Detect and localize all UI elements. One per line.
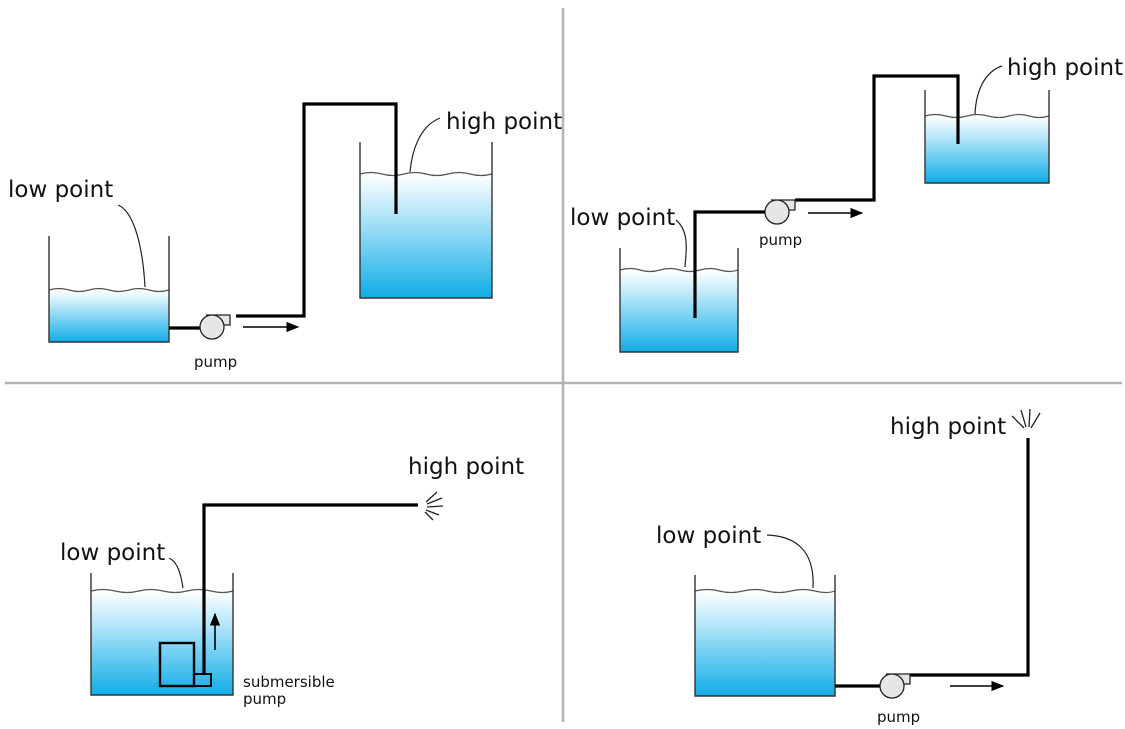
pipe xyxy=(835,438,1030,688)
high-point-leader xyxy=(974,65,1003,115)
tank-wall xyxy=(90,573,234,696)
tank-wall xyxy=(694,575,836,697)
low-tank xyxy=(48,236,170,343)
water-fill xyxy=(360,174,492,298)
high-point-label: high point xyxy=(1007,55,1123,81)
low-point-leader xyxy=(117,204,146,288)
panel-top-right: pump low point high point xyxy=(570,55,1123,353)
pipe xyxy=(693,74,960,318)
high-point-label: high point xyxy=(408,454,524,480)
panel-bottom-left: high point low point submersible pump xyxy=(60,454,524,708)
low-tank xyxy=(619,248,739,353)
pipe xyxy=(202,503,418,674)
low-point-leader xyxy=(766,534,814,589)
tank-wall xyxy=(359,142,493,299)
high-tank xyxy=(359,142,493,299)
centrifugal-pump-icon xyxy=(199,314,231,340)
submersible-label: submersible xyxy=(243,673,335,691)
tank-wall xyxy=(924,90,1050,184)
centrifugal-pump-icon xyxy=(879,673,911,699)
water-surface xyxy=(90,588,234,594)
low-point-label: low point xyxy=(656,523,761,549)
water-spray-icon xyxy=(424,491,444,521)
water-surface xyxy=(694,588,836,594)
submersible-pump-label: pump xyxy=(243,690,286,708)
water-fill xyxy=(695,591,835,696)
water-fill xyxy=(620,270,738,352)
water-surface xyxy=(359,171,493,177)
water-fill xyxy=(49,290,169,342)
pipe xyxy=(169,102,398,330)
water-surface xyxy=(924,113,1050,119)
centrifugal-pump-icon xyxy=(764,199,796,225)
high-tank xyxy=(924,90,1050,184)
low-point-leader xyxy=(168,557,184,589)
high-point-label: high point xyxy=(890,414,1006,440)
tank-wall xyxy=(619,248,739,353)
water-fill xyxy=(925,116,1049,183)
pump-label: pump xyxy=(759,231,802,249)
high-point-leader xyxy=(409,117,441,173)
water-spray-icon xyxy=(1011,408,1041,429)
tank-wall xyxy=(48,236,170,343)
low-point-label: low point xyxy=(60,540,165,566)
pump-label: pump xyxy=(877,708,920,726)
low-point-label: low point xyxy=(8,177,113,203)
tank xyxy=(694,575,836,697)
high-point-label: high point xyxy=(446,109,562,135)
water-surface xyxy=(619,267,739,273)
panel-bottom-right: pump high point low point xyxy=(656,408,1041,726)
water-surface xyxy=(48,287,170,293)
panel-top-left: pump low point high point xyxy=(8,102,562,371)
low-point-label: low point xyxy=(570,205,675,231)
pump-label: pump xyxy=(194,353,237,371)
low-point-leader xyxy=(675,219,687,268)
